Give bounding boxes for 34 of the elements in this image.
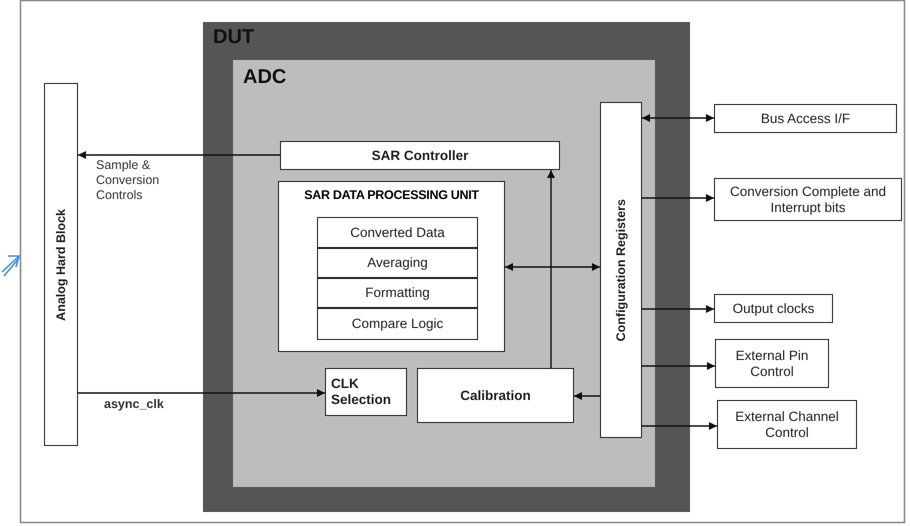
- connector-arrow: [505, 263, 600, 271]
- output-box: Conversion Complete and Interrupt bits: [714, 178, 902, 221]
- connector-arrow: [642, 114, 714, 122]
- registers-bar: [600, 102, 642, 438]
- adc-block: [233, 60, 655, 487]
- controller-box: SAR Controller: [280, 141, 560, 170]
- connector-arrow: [78, 151, 280, 159]
- connector-arrow: [547, 170, 555, 368]
- data-cell: Formatting: [317, 278, 478, 308]
- connector-arrow: [574, 392, 600, 400]
- interface-box: Bus Access I/F: [714, 104, 897, 133]
- connector-arrow: [642, 305, 714, 313]
- processing-unit-box: [278, 181, 505, 352]
- output-box: External Pin Control: [715, 339, 829, 388]
- edge-label: Sample & Conversion Controls: [96, 158, 160, 203]
- data-cell: Compare Logic: [317, 308, 478, 340]
- connector-arrow: [642, 362, 715, 370]
- analog-block-bar: [44, 83, 78, 446]
- clock-selection-box: CLK Selection: [325, 368, 407, 416]
- block-label: Configuration Registers: [614, 198, 628, 342]
- block-label: Analog Hard Block: [54, 208, 68, 320]
- unit-heading: SAR DATA PROCESSING UNIT: [303, 188, 480, 202]
- calibration-box: Calibration: [417, 368, 574, 423]
- data-cell: Averaging: [317, 248, 478, 278]
- block-heading: DUT: [213, 26, 254, 49]
- block-heading: ADC: [243, 66, 286, 89]
- output-box: External Channel Control: [717, 400, 857, 449]
- connector-arrow: [642, 194, 714, 202]
- data-cell: Converted Data: [317, 217, 478, 248]
- output-box: Output clocks: [714, 294, 833, 323]
- connector-arrow: [642, 422, 717, 430]
- dut-block: [203, 22, 690, 512]
- connector-arrow: [78, 389, 325, 397]
- edge-label: async_clk: [104, 397, 165, 412]
